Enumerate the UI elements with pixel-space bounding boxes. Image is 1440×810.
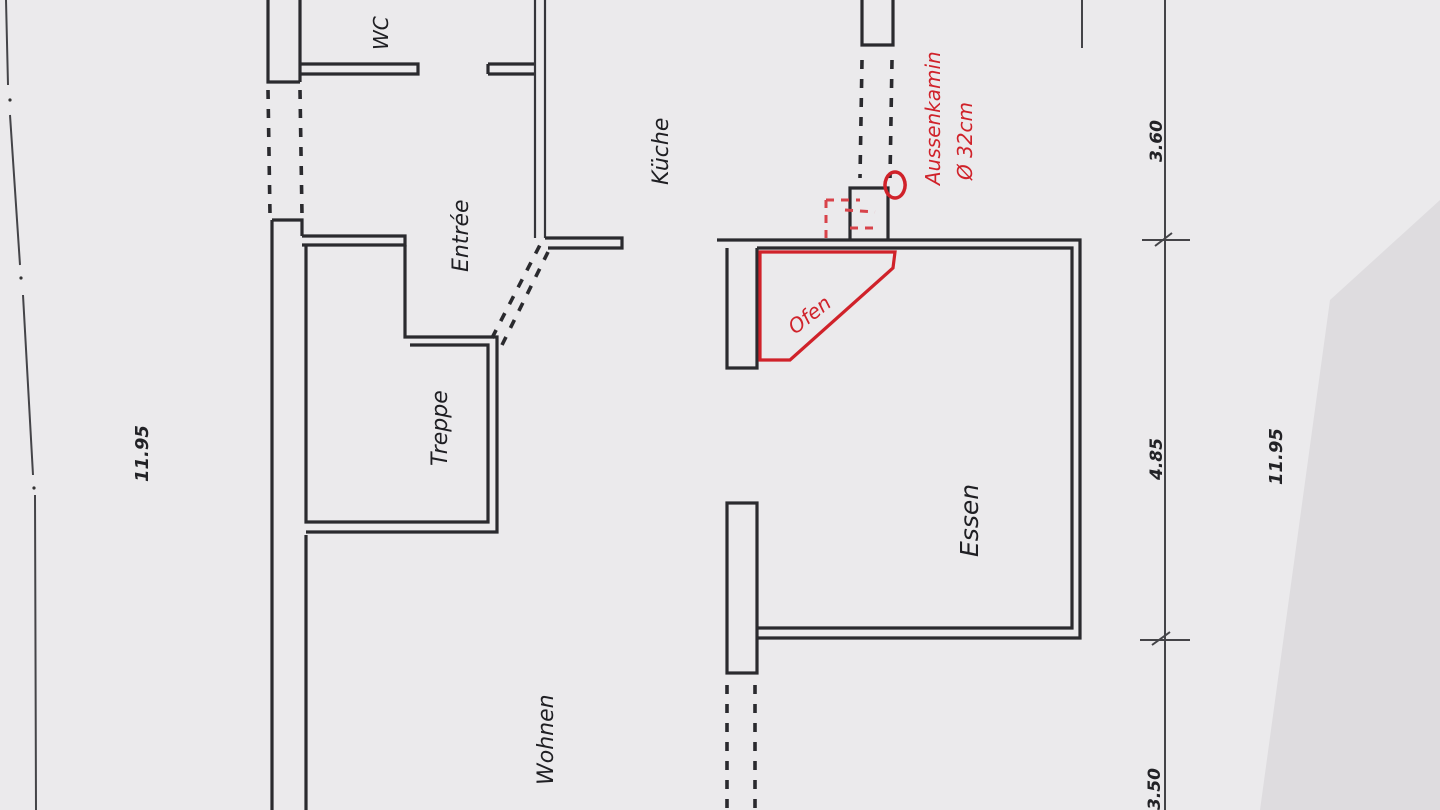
room-label-treppe: Treppe xyxy=(428,390,453,466)
dimension-segment-4-85: 4.85 xyxy=(1147,438,1167,481)
chimney-label-line2: Ø 32cm xyxy=(953,102,977,181)
stair-walls xyxy=(302,234,499,534)
room-label-wc: WC xyxy=(369,16,393,50)
room-label-kueche: Küche xyxy=(649,118,674,185)
room-label-entree: Entrée xyxy=(449,199,474,272)
dining-walls xyxy=(717,238,1082,675)
paper-shadow xyxy=(1260,200,1440,810)
dimension-total-left: 11.95 xyxy=(132,425,153,482)
chimney-label-line1: Aussenkamin xyxy=(921,51,945,187)
ofen-stove xyxy=(758,170,907,362)
room-label-essen: Essen xyxy=(955,484,984,557)
room-label-wohnen: Wohnen xyxy=(534,694,559,785)
outer-wall-right-bottom xyxy=(725,685,757,810)
outer-wall-left xyxy=(266,0,308,810)
kitchen-wall-stub xyxy=(545,236,624,250)
dimension-segment-3-50: 3.50 xyxy=(1145,768,1165,810)
wc-walls xyxy=(300,0,547,238)
dimension-total-right: 11.95 xyxy=(1266,428,1287,485)
outer-wall-right-top xyxy=(848,0,895,240)
dimension-segment-3-60: 3.60 xyxy=(1147,120,1167,162)
right-dimension-line xyxy=(1140,0,1190,810)
left-dimension-line xyxy=(5,0,37,810)
